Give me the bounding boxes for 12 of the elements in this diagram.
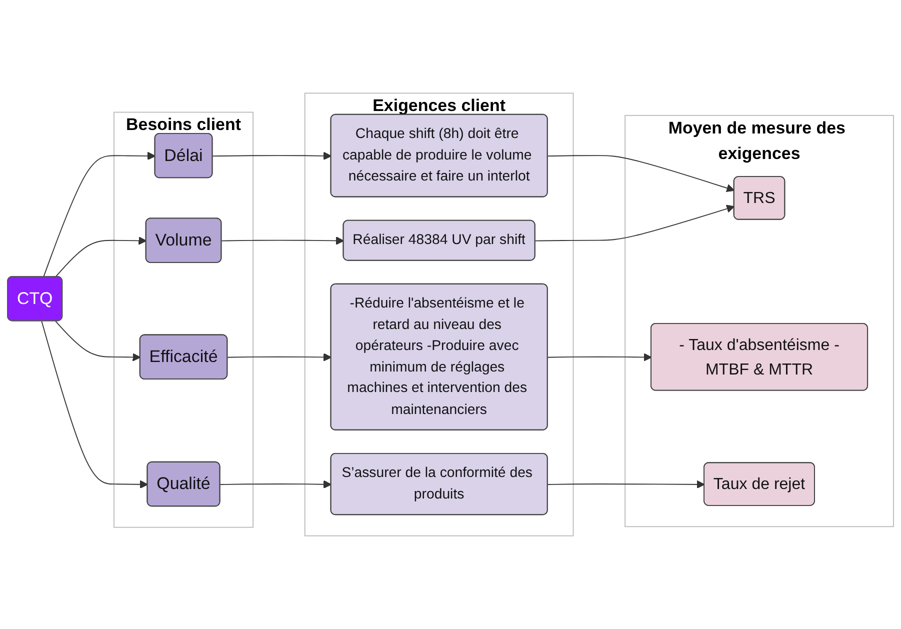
arrow <box>41 320 148 489</box>
arrow <box>534 204 735 242</box>
arrow <box>43 152 156 278</box>
arrow <box>55 236 147 278</box>
arrow <box>227 353 332 362</box>
arrow <box>221 236 344 245</box>
arrow <box>547 155 735 192</box>
arrow <box>220 480 332 488</box>
arrow <box>212 152 332 160</box>
arrow <box>547 480 705 489</box>
arrow <box>547 353 652 362</box>
arrow <box>55 320 141 362</box>
